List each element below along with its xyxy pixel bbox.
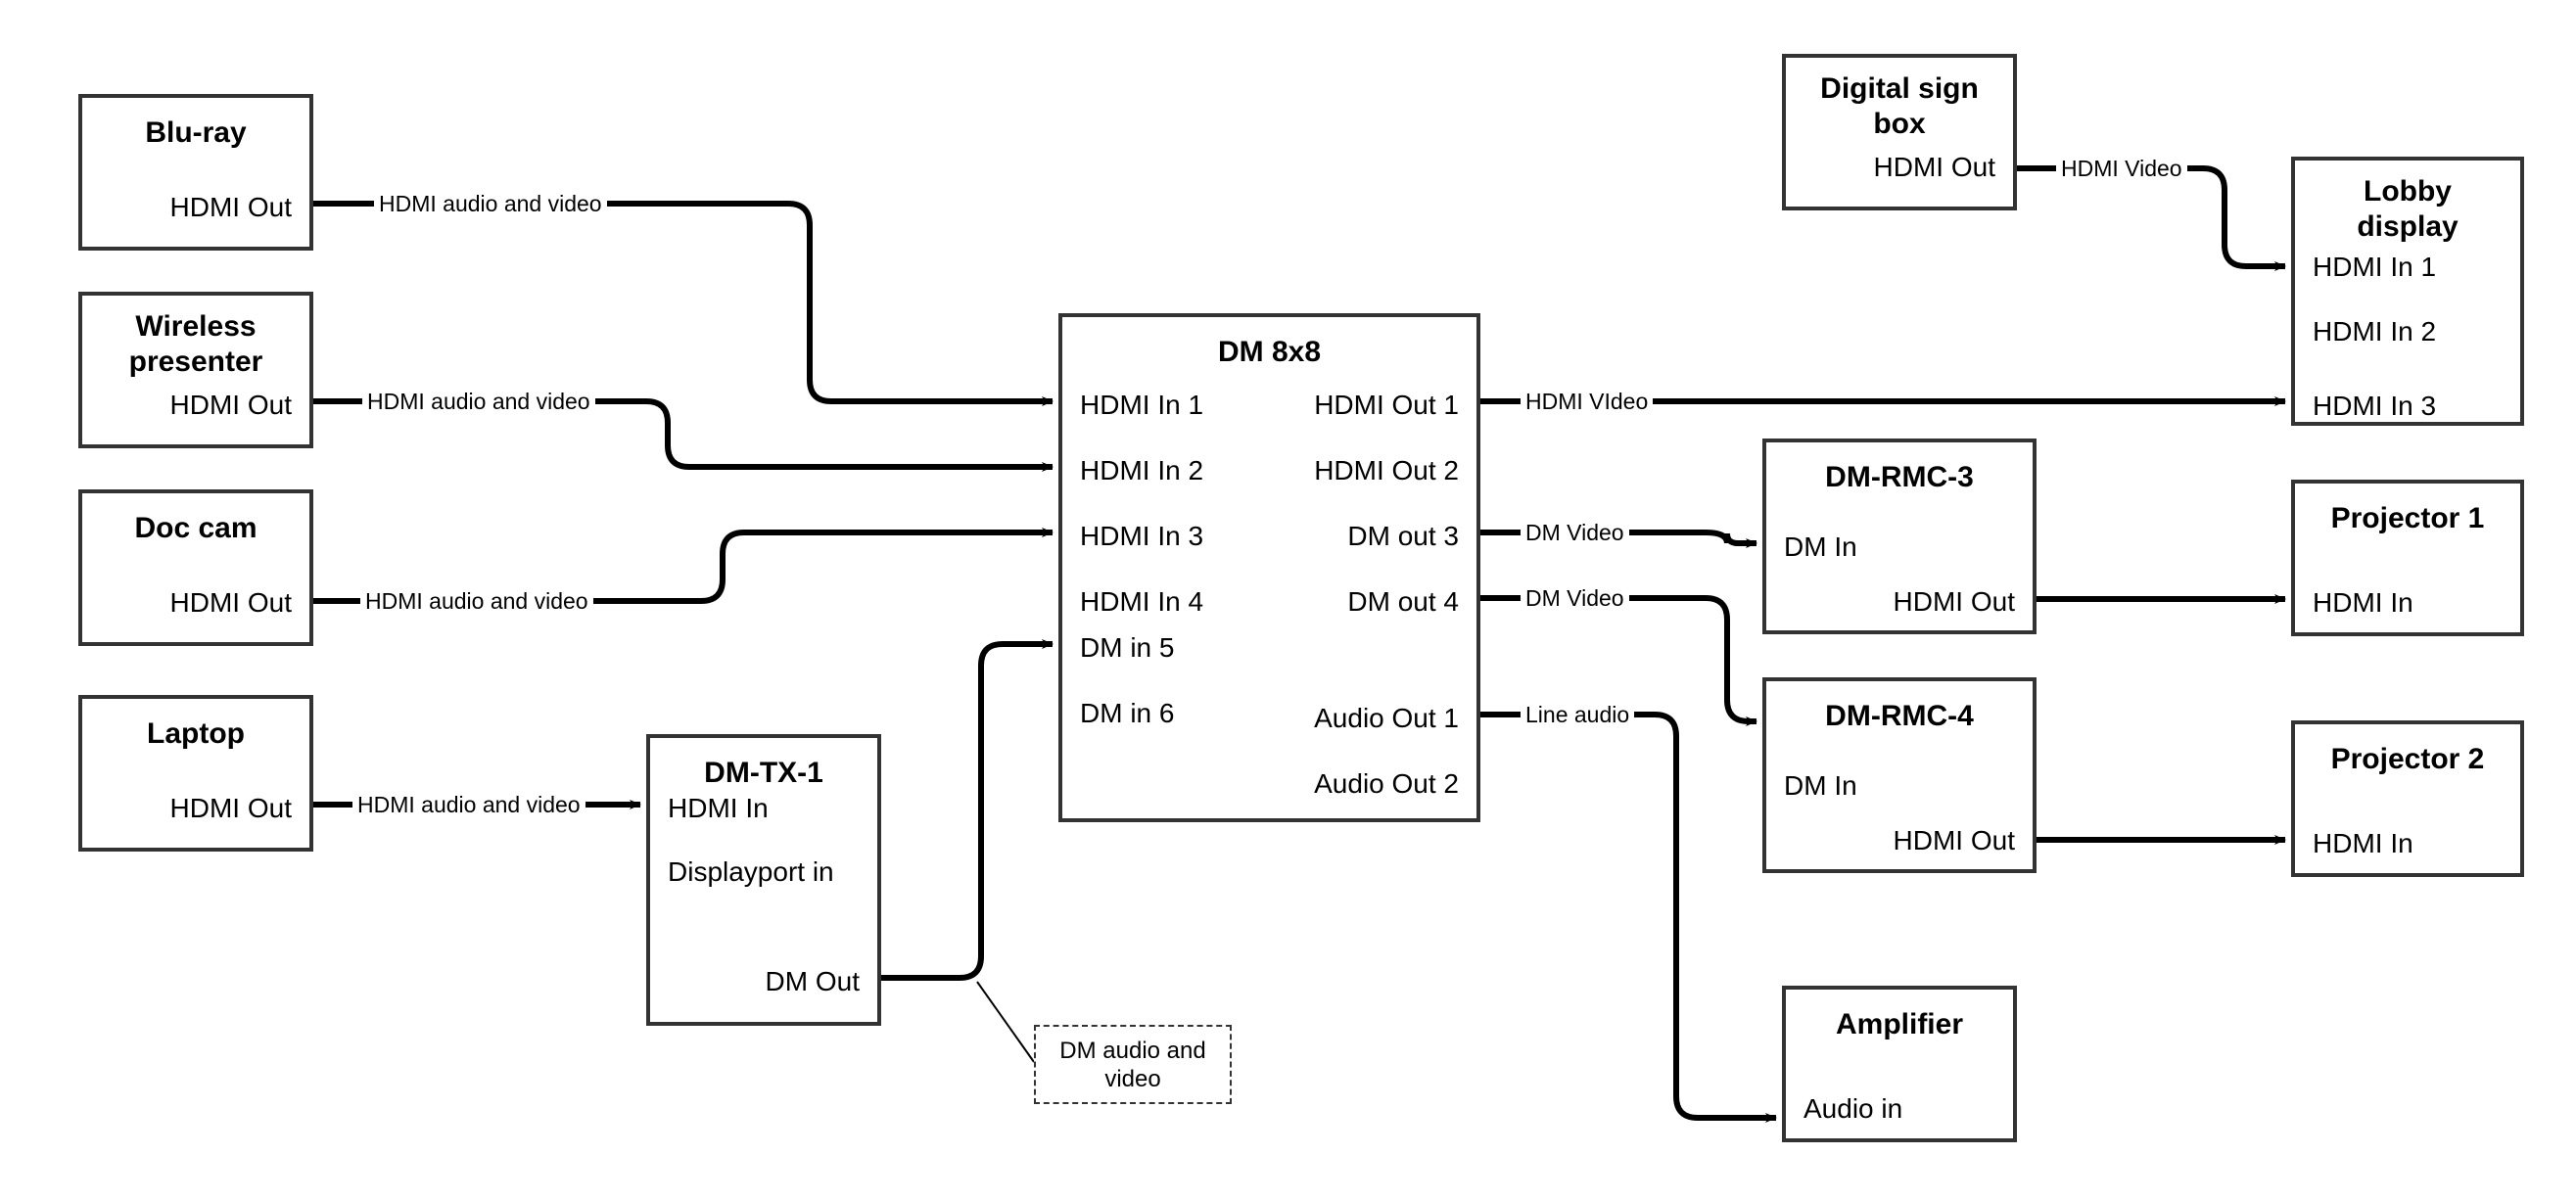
node-amplifier[interactable]: Amplifier Audio in (1782, 986, 2017, 1142)
node-dm-8x8-port-hdmi-in-1: HDMI In 1 (1080, 390, 1204, 420)
node-lobby-display-port-hdmi-in-1: HDMI In 1 (2313, 252, 2437, 282)
node-wireless-presenter-title: Wireless presenter (128, 310, 263, 378)
node-lobby-display[interactable]: Lobby display HDMI In 1 HDMI In 2 HDMI I… (2291, 157, 2524, 426)
node-dm-rmc-3-port-hdmi-out: HDMI Out (1893, 586, 2015, 617)
wire-label-laptop: HDMI audio and video (352, 792, 585, 817)
callout-dm-audio-and-video: DM audio and video (1034, 1025, 1232, 1104)
leader-dm-callout (976, 981, 1035, 1063)
node-dm-8x8-port-dm-out-4: DM out 4 (1347, 586, 1459, 617)
node-projector-2[interactable]: Projector 2 HDMI In (2291, 720, 2524, 877)
node-dm-8x8-port-hdmi-in-2: HDMI In 2 (1080, 455, 1204, 485)
node-dm-8x8-port-hdmi-in-3: HDMI In 3 (1080, 521, 1204, 551)
node-dm-tx-1-port-hdmi-in: HDMI In (668, 793, 769, 823)
node-bluray-port-hdmi-out: HDMI Out (169, 192, 292, 222)
node-projector-2-port-hdmi-in: HDMI In (2313, 828, 2413, 858)
node-dm-8x8-port-hdmi-out-1: HDMI Out 1 (1314, 390, 1459, 420)
node-bluray-title: Blu-ray (145, 116, 247, 149)
wire-label-doccam: HDMI audio and video (360, 588, 593, 614)
wire-dm8x8-audioout1-to-amplifier (1480, 712, 1777, 1123)
node-dm-8x8-port-dm-in-6: DM in 6 (1080, 698, 1175, 728)
wire-bluray-to-dm8x8-in1 (313, 201, 1054, 406)
node-dm-8x8-title: DM 8x8 (1217, 336, 1322, 368)
node-dm-rmc-4-port-hdmi-out: HDMI Out (1893, 825, 2015, 855)
node-dm-8x8-port-hdmi-out-2: HDMI Out 2 (1314, 455, 1459, 485)
node-dm-tx-1[interactable]: DM-TX-1 HDMI In Displayport in DM Out (646, 734, 881, 1026)
node-dm-8x8-port-hdmi-in-4: HDMI In 4 (1080, 586, 1204, 617)
wire-dmtx1-to-dm8x8-in5 (881, 639, 1054, 981)
wire-label-dm-out-4: DM Video (1521, 585, 1629, 611)
node-dm-rmc-4-title: DM-RMC-4 (1825, 700, 1974, 732)
node-digital-sign-box-title: Digital sign box (1820, 72, 1979, 140)
node-dm-rmc-4-port-dm-in: DM In (1784, 770, 1857, 801)
node-amplifier-port-audio-in: Audio in (1803, 1093, 1903, 1124)
node-lobby-display-port-hdmi-in-3: HDMI In 3 (2313, 391, 2437, 421)
node-projector-1-title: Projector 1 (2330, 502, 2485, 534)
node-dm-tx-1-port-dm-out: DM Out (765, 966, 860, 996)
node-amplifier-title: Amplifier (1835, 1008, 1964, 1040)
node-doc-cam[interactable]: Doc cam HDMI Out (78, 489, 313, 646)
wire-label-bluray: HDMI audio and video (374, 191, 607, 216)
wire-label-signbox: HDMI Video (2056, 156, 2187, 181)
node-dm-8x8-port-dm-in-5: DM in 5 (1080, 632, 1175, 663)
wire-label-wireless: HDMI audio and video (362, 389, 595, 414)
node-projector-1-port-hdmi-in: HDMI In (2313, 587, 2413, 618)
node-digital-sign-box[interactable]: Digital sign box HDMI Out (1782, 54, 2017, 210)
node-dm-rmc-4[interactable]: DM-RMC-4 DM In HDMI Out (1762, 677, 2037, 873)
wire-label-dm-out-3: DM Video (1521, 520, 1629, 545)
node-laptop-port-hdmi-out: HDMI Out (169, 793, 292, 823)
node-dm-rmc-3-title: DM-RMC-3 (1825, 461, 1974, 493)
node-lobby-display-title: Lobby display (2357, 175, 2459, 243)
wire-label-dm8x8-out1: HDMI VIdeo (1521, 389, 1654, 414)
node-wireless-presenter[interactable]: Wireless presenter HDMI Out (78, 292, 313, 448)
node-dm-8x8-port-dm-out-3: DM out 3 (1347, 521, 1459, 551)
node-dm-8x8[interactable]: DM 8x8 HDMI In 1 HDMI In 2 HDMI In 3 HDM… (1058, 313, 1480, 822)
wire-label-line-audio: Line audio (1521, 702, 1635, 727)
node-projector-1[interactable]: Projector 1 HDMI In (2291, 480, 2524, 636)
node-lobby-display-port-hdmi-in-2: HDMI In 2 (2313, 316, 2437, 346)
node-dm-8x8-port-audio-out-2: Audio Out 2 (1314, 768, 1459, 799)
node-dm-rmc-3-port-dm-in: DM In (1784, 531, 1857, 562)
node-dm-tx-1-port-displayport-in: Displayport in (668, 856, 834, 887)
node-laptop[interactable]: Laptop HDMI Out (78, 695, 313, 852)
node-wireless-presenter-port-hdmi-out: HDMI Out (169, 390, 292, 420)
node-doc-cam-port-hdmi-out: HDMI Out (169, 587, 292, 618)
node-projector-2-title: Projector 2 (2330, 743, 2485, 775)
node-bluray[interactable]: Blu-ray HDMI Out (78, 94, 313, 251)
node-digital-sign-box-port-hdmi-out: HDMI Out (1873, 152, 1995, 182)
node-dm-tx-1-title: DM-TX-1 (704, 757, 823, 789)
wire-signbox-to-lobby-in1 (2017, 165, 2286, 271)
node-dm-8x8-port-audio-out-1: Audio Out 1 (1314, 703, 1459, 733)
node-dm-rmc-3[interactable]: DM-RMC-3 DM In HDMI Out (1762, 439, 2037, 634)
node-laptop-title: Laptop (147, 717, 245, 750)
node-doc-cam-title: Doc cam (134, 512, 258, 544)
